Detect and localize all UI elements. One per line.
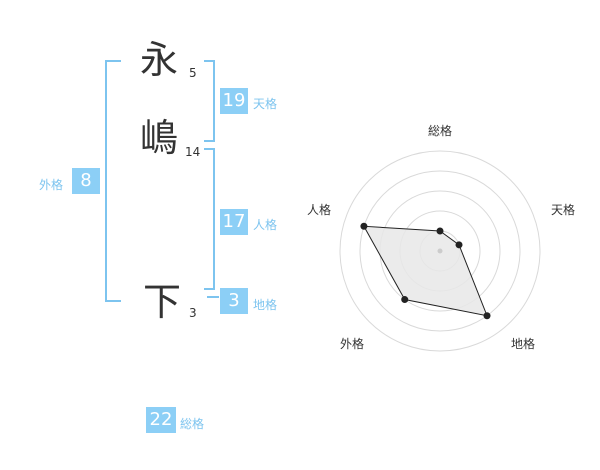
soukaku-badge: 22 [146,407,176,433]
radar-point-1 [455,241,463,249]
radar-point-3 [401,296,409,304]
name-char-2-strokes: 14 [185,145,201,159]
radar-ring [339,150,541,352]
radar-axis-label-tenkaku: 天格 [551,203,576,217]
soukaku-label: 総格 [180,417,205,431]
name-char-3-strokes: 3 [189,306,197,320]
gaikaku-bracket [105,60,121,302]
chikaku-connector [207,296,219,298]
name-char-3: 下 [143,280,182,324]
radar-ring [359,170,521,332]
chikaku-label: 地格 [253,298,278,312]
radar-axis-label-chikaku: 地格 [511,337,536,351]
chikaku-badge: 3 [220,288,248,314]
tenkaku-label: 天格 [253,97,278,111]
radar-point-4 [360,222,368,230]
jinkaku-badge: 17 [220,209,248,235]
gaikaku-label: 外格 [39,178,64,192]
radar-center [437,248,443,254]
radar-axis-label-gaikaku: 外格 [340,337,365,351]
tenkaku-bracket [204,60,215,142]
jinkaku-bracket [204,148,215,290]
gaikaku-badge: 8 [72,168,100,194]
radar-point-0 [436,227,444,235]
radar-point-2 [483,312,491,320]
tenkaku-badge: 19 [220,88,248,114]
radar-axis-label-soukaku: 総格 [428,124,453,138]
jinkaku-label: 人格 [253,218,278,232]
name-char-1-strokes: 5 [189,66,197,80]
name-char-1: 永 [140,38,179,82]
radar-polygon [363,225,488,317]
radar-axis-label-jinkaku: 人格 [307,203,332,217]
name-char-2: 嶋 [140,116,179,160]
